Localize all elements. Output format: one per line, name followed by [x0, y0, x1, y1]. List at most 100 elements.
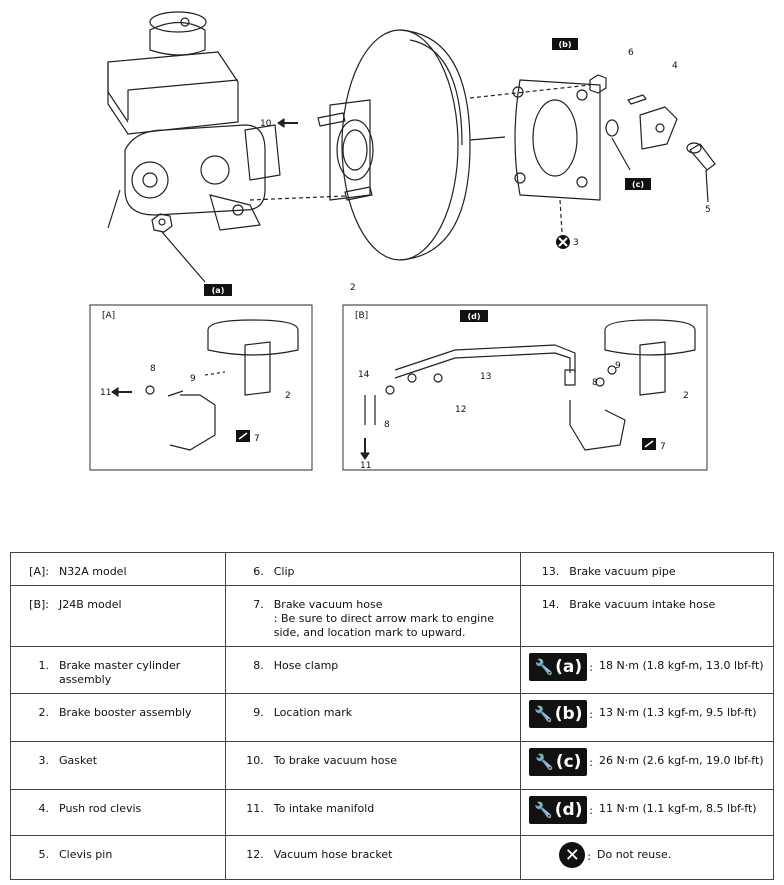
hose-arrow-badge-a: [236, 430, 250, 442]
legend-number: 14.: [541, 598, 560, 611]
callout-4: 4: [672, 61, 678, 71]
legend-row: 3. Gasket 10. To brake vacuum hose 🔧(c):26 N…: [10, 741, 774, 790]
wrench-icon: 🔧: [534, 801, 553, 819]
legend-text: Hose clamp: [273, 659, 339, 672]
legend-number: 12.: [246, 848, 264, 861]
torque-label: (c): [555, 752, 582, 772]
callout-b-8b: 8: [384, 420, 390, 430]
callout-a-11: 11: [100, 388, 111, 398]
legend-row: 2. Brake booster assembly 9. Location mark 🔧…: [10, 693, 774, 742]
svg-text:(d): (d): [467, 312, 480, 321]
push-rod-clevis: [627, 94, 678, 150]
callout-b-7: 7: [660, 442, 666, 452]
legend-text: Location mark: [273, 706, 353, 719]
legend-cell: 5. Clevis pin: [10, 835, 226, 880]
callout-5: 5: [705, 205, 711, 215]
legend-number: 7.: [253, 598, 264, 611]
torque-spec-text: 26 N·m (2.6 kgf-m, 19.0 lbf-ft): [599, 754, 764, 767]
legend-text: J24B model: [59, 598, 122, 611]
legend-cell: 🔧(a):18 N·m (1.8 kgf-m, 13.0 lbf-ft): [520, 646, 774, 694]
legend-cell: 10. To brake vacuum hose: [224, 741, 522, 790]
callout-b-11: 11: [360, 461, 371, 471]
legend-number: 1.: [38, 659, 50, 672]
callout-a-2: 2: [285, 391, 291, 401]
torque-badge-b: (b): [552, 38, 578, 50]
legend-text: N32A model: [59, 565, 127, 578]
panel-b-drawing: [360, 319, 696, 460]
legend-number: [B]:: [29, 598, 49, 611]
legend-cell: [B]: J24B model: [10, 585, 226, 647]
svg-text:(a): (a): [212, 286, 225, 295]
hose-arrow-badge-b: [642, 438, 656, 450]
legend-text: Gasket: [59, 754, 98, 767]
colon: :: [589, 804, 594, 817]
legend-cell: 13. Brake vacuum pipe: [520, 552, 774, 586]
do-not-reuse-icon: ✕: [559, 842, 586, 868]
torque-badge-a: (a): [204, 284, 232, 296]
wrench-icon: 🔧: [535, 753, 554, 771]
torque-label: (d): [554, 800, 583, 820]
legend-text: Push rod clevis: [59, 802, 142, 815]
legend-cell: 3. Gasket: [10, 741, 226, 790]
legend-number: 8.: [253, 659, 264, 672]
legend-cell: 6. Clip: [224, 552, 522, 586]
legend-number: 2.: [38, 706, 50, 719]
torque-badge-d: (d): [460, 310, 488, 322]
legend-text: Brake vacuum intake hose: [569, 598, 716, 611]
torque-badge-c: (c): [625, 178, 651, 190]
callout-a-9: 9: [190, 374, 196, 384]
legend-cell: [A]: N32A model: [10, 552, 226, 586]
legend-cell: 14. Brake vacuum intake hose: [520, 585, 774, 647]
wrench-icon: 🔧: [534, 658, 554, 676]
callout-b-13: 13: [480, 372, 491, 382]
legend-row: 4. Push rod clevis 11. To intake manifold 🔧(…: [10, 789, 774, 836]
callout-b-8: 8: [592, 378, 598, 388]
master-cylinder-assembly: [107, 11, 281, 231]
gasket: [512, 79, 601, 201]
legend-text: To intake manifold: [273, 802, 375, 815]
mounting-nut: [151, 213, 173, 233]
svg-text:(c): (c): [632, 180, 644, 189]
legend-text: Clip: [273, 565, 295, 578]
legend-number: 10.: [246, 754, 264, 767]
torque-icon: 🔧(b): [529, 700, 588, 728]
legend-cell: 2. Brake booster assembly: [10, 693, 226, 742]
legend-number: 6.: [253, 565, 264, 578]
legend-number: 11.: [246, 802, 264, 815]
torque-spec-text: 13 N·m (1.3 kgf-m, 9.5 lbf-ft): [599, 706, 757, 719]
legend-number: [A]:: [29, 565, 49, 578]
legend-text: Brake master cylinder assembly: [59, 659, 181, 686]
legend-number: 5.: [38, 848, 50, 861]
legend-text: Clevis pin: [59, 848, 113, 861]
callout-a-8: 8: [150, 364, 156, 374]
legend-number: 9.: [253, 706, 264, 719]
legend-text: Brake vacuum pipe: [569, 565, 676, 578]
torque-icon: 🔧(d): [529, 796, 588, 824]
brake-booster: [329, 29, 506, 261]
callout-2: 2: [350, 283, 356, 293]
legend-cell: 7.Brake vacuum hose : Be sure to direct …: [224, 585, 522, 647]
legend-number: 4.: [38, 802, 50, 815]
legend-text: To brake vacuum hose: [273, 754, 397, 767]
torque-spec-text: Do not reuse.: [597, 848, 672, 861]
colon: :: [587, 850, 592, 863]
panel-a-drawing: [111, 319, 299, 451]
torque-spec-text: 11 N·m (1.1 kgf-m, 8.5 lbf-ft): [599, 802, 757, 815]
callout-3: 3: [573, 238, 579, 248]
booster-studs: [317, 112, 373, 201]
legend-cell: 1. Brake master cylinder assembly: [10, 646, 226, 694]
callout-b-12: 12: [455, 405, 466, 415]
legend-table: [A]: N32A model 6. Clip 13. Brake vacuum pipe…: [10, 552, 774, 880]
legend-number: 3.: [38, 754, 50, 767]
colon: :: [589, 756, 594, 769]
legend-cell: 11. To intake manifold: [224, 789, 522, 836]
clevis-pin: [686, 142, 716, 171]
svg-text:(b): (b): [558, 40, 571, 49]
torque-label: (a): [555, 657, 583, 677]
legend-number: 13.: [541, 565, 560, 578]
legend-row: [A]: N32A model 6. Clip 13. Brake vacuum pipe: [10, 552, 774, 586]
colon: :: [589, 708, 594, 721]
legend-text: Brake booster assembly: [59, 706, 192, 719]
legend-row: 1. Brake master cylinder assembly 8. Hose c…: [10, 646, 774, 694]
